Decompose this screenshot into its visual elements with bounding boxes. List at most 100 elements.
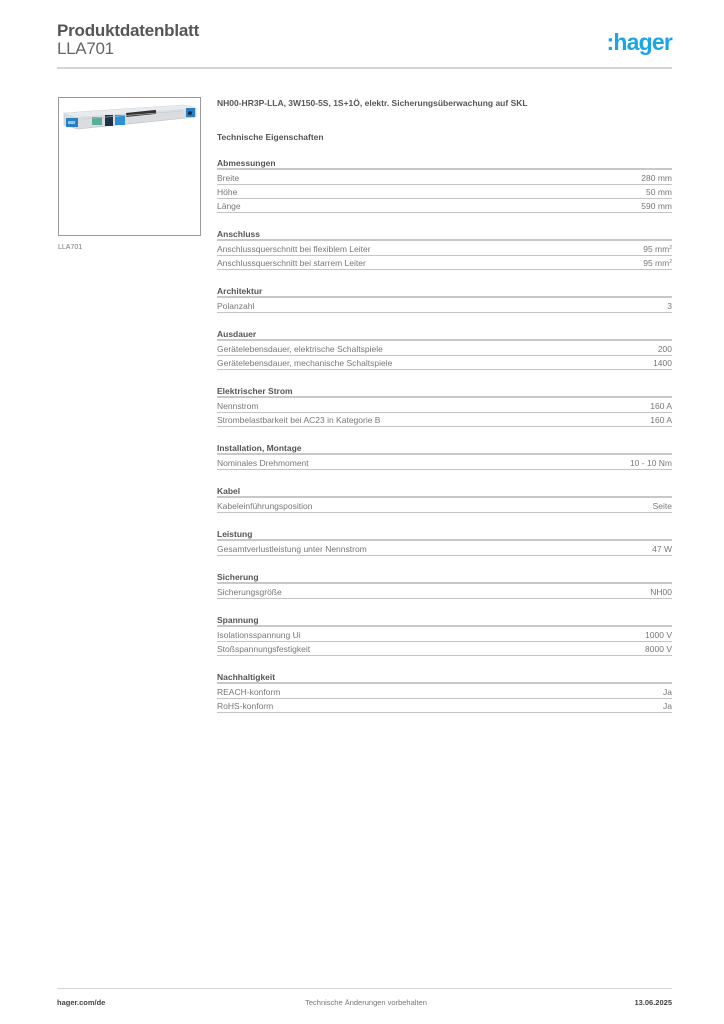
page-header: Produktdatenblatt LLA701 :hager (57, 20, 673, 70)
spec-group-title: Abmessungen (217, 157, 672, 169)
spec-value-superscript: 2 (669, 245, 672, 251)
spec-value-text: 50 mm (646, 187, 672, 197)
spec-value: 8000 V (645, 643, 672, 655)
spec-group-divider (217, 240, 672, 242)
spec-row: Gerätelebensdauer, elektrische Schaltspi… (217, 342, 672, 356)
spec-value-text: 590 mm (641, 201, 672, 211)
spec-value: 200 (658, 343, 672, 355)
spec-section: NH00-HR3P-LLA, 3W150-5S, 1S+1Ö, elektr. … (217, 97, 672, 713)
hager-logo: :hager (606, 29, 673, 55)
spec-value-text: 280 mm (641, 173, 672, 183)
spec-group-title: Leistung (217, 528, 672, 540)
tech-properties-heading: Technische Eigenschaften (217, 132, 324, 142)
spec-group-title: Ausdauer (217, 328, 672, 340)
spec-label: Breite (217, 173, 240, 183)
spec-row: Nominales Drehmoment 10 - 10 Nm (217, 456, 672, 470)
product-image-caption: LLA701 (58, 244, 83, 251)
spec-row: Anschlussquerschnitt bei flexiblem Leite… (217, 242, 672, 256)
spec-value-text: 3 (667, 301, 672, 311)
spec-label: Gesamtverlustleistung unter Nennstrom (217, 544, 367, 554)
spec-value-text: 1400 (653, 358, 672, 368)
spec-value: NH00 (650, 586, 672, 598)
spec-group-title: Kabel (217, 485, 672, 497)
spec-group-divider (217, 497, 672, 499)
spec-group-title: Installation, Montage (217, 442, 672, 454)
spec-row: Breite 280 mm (217, 171, 672, 185)
spec-value: 280 mm (641, 172, 672, 184)
spec-value: Ja (663, 686, 672, 698)
spec-value: 3 (667, 300, 672, 312)
spec-label: Länge (217, 201, 241, 211)
spec-value-text: 95 mm (643, 258, 670, 268)
spec-value: 590 mm (641, 200, 672, 212)
spec-row: REACH-konform Ja (217, 685, 672, 699)
spec-group-divider (217, 540, 672, 542)
spec-group-divider (217, 454, 672, 456)
spec-label: Nennstrom (217, 401, 259, 411)
spec-value: Seite (653, 500, 672, 512)
spec-group-divider (217, 397, 672, 399)
spec-value-text: 1000 V (645, 630, 672, 640)
footer-notice: Technische Änderungen vorbehalten (305, 998, 427, 1007)
spec-row: Gerätelebensdauer, mechanische Schaltspi… (217, 356, 672, 370)
spec-row: Höhe 50 mm (217, 185, 672, 199)
spec-value-text: 160 A (650, 415, 672, 425)
spec-label: Isolationsspannung Ui (217, 630, 301, 640)
spec-row: Anschlussquerschnitt bei starrem Leiter 9… (217, 256, 672, 270)
spec-label: Höhe (217, 187, 238, 197)
spec-value: 10 - 10 Nm (630, 457, 672, 469)
spec-label: RoHS-konform (217, 701, 274, 711)
spec-group-title: Anschluss (217, 228, 672, 240)
spec-row: Gesamtverlustleistung unter Nennstrom 47 … (217, 542, 672, 556)
spec-group-divider (217, 626, 672, 628)
spec-label: REACH-konform (217, 687, 281, 697)
spec-row: Strombelastbarkeit bei AC23 in Kategorie… (217, 413, 672, 427)
spec-value: 160 A (650, 414, 672, 426)
spec-group-title: Elektrischer Strom (217, 385, 672, 397)
spec-label: Nominales Drehmoment (217, 458, 309, 468)
spec-value: 1000 V (645, 629, 672, 641)
spec-value-text: Ja (663, 687, 672, 697)
header-divider (57, 67, 672, 69)
spec-group-title: Architektur (217, 285, 672, 297)
spec-group-title: Spannung (217, 614, 672, 626)
spec-value: 1400 (653, 357, 672, 369)
spec-label: Sicherungsgröße (217, 587, 282, 597)
spec-row: Länge 590 mm (217, 199, 672, 213)
spec-label: Anschlussquerschnitt bei starrem Leiter (217, 258, 366, 268)
spec-group-title: Nachhaltigkeit (217, 671, 672, 683)
product-image-frame (58, 97, 201, 236)
spec-row: Nennstrom 160 A (217, 399, 672, 413)
spec-value-text: 8000 V (645, 644, 672, 654)
spec-value: 47 W (652, 543, 672, 555)
spec-group-divider (217, 340, 672, 342)
footer-divider (57, 988, 672, 989)
spec-value-text: NH00 (650, 587, 672, 597)
spec-row: Sicherungsgröße NH00 (217, 585, 672, 599)
spec-value: 95 mm2 (643, 257, 672, 269)
spec-value-text: 200 (657, 344, 672, 354)
spec-value: 160 A (650, 400, 672, 412)
spec-value-text: Ja (663, 701, 672, 711)
spec-group-divider (217, 683, 672, 685)
spec-label: Strombelastbarkeit bei AC23 in Kategorie… (217, 415, 381, 425)
spec-row: Isolationsspannung Ui 1000 V (217, 628, 672, 642)
product-description: NH00-HR3P-LLA, 3W150-5S, 1S+1Ö, elektr. … (217, 98, 528, 108)
spec-group-divider (217, 169, 672, 171)
product-image (63, 104, 197, 130)
spec-label: Polanzahl (217, 301, 255, 311)
spec-group-divider (217, 297, 672, 299)
footer-website-link[interactable]: hager.com/de (57, 998, 106, 1007)
page-title: Produktdatenblatt (57, 21, 200, 40)
spec-value: Ja (663, 700, 672, 712)
spec-value-text: 47 W (652, 544, 672, 554)
spec-label: Kabeleinführungsposition (217, 501, 313, 511)
spec-value-text: 95 mm (643, 244, 670, 254)
